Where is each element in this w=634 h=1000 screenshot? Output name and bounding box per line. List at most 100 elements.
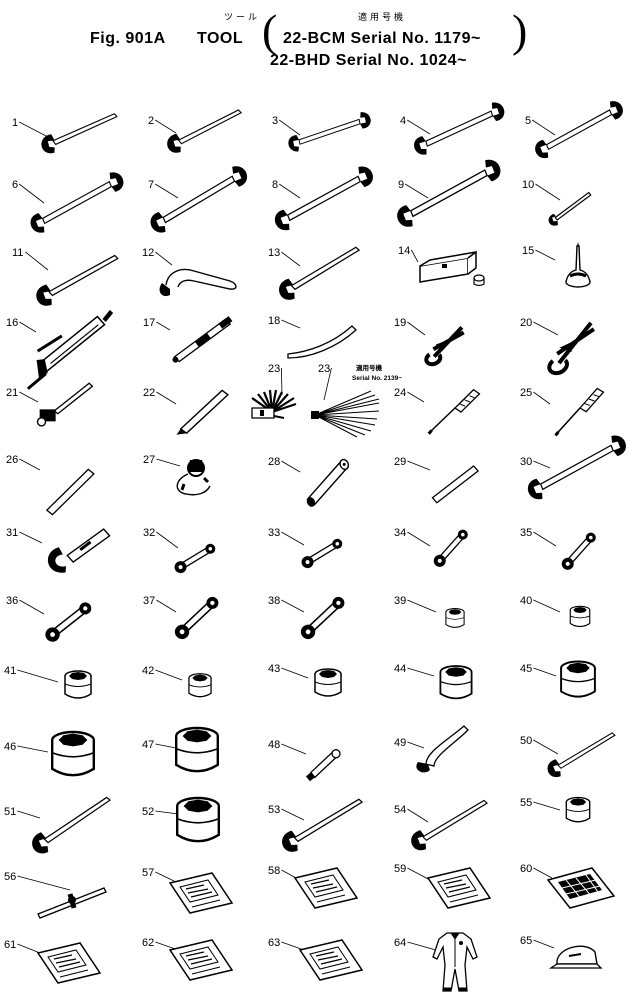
item-number: 17 (143, 317, 155, 329)
item-24-screwdriver: 24 (394, 387, 486, 434)
item-31-hook-spanner: 31 (6, 527, 116, 573)
item-22-chisel: 22 (143, 387, 236, 435)
item-number: 27 (143, 454, 155, 466)
item-54-open-end-wrench: 54 (394, 799, 496, 854)
item-28-box-spanner: 28 (268, 456, 359, 507)
item-1-open-end-wrench: 1 (12, 112, 123, 157)
item-number: 13 (268, 247, 280, 259)
serial-line-1: 22-BCM Serial No. 1179~ (283, 30, 481, 47)
leader-line (19, 600, 44, 614)
manual-icon (169, 939, 233, 981)
leader-line (535, 250, 555, 260)
double-open-end-wrench-icon (284, 109, 375, 154)
item-number: 14 (398, 245, 410, 257)
item-number: 30 (520, 456, 532, 468)
item-number: 60 (520, 863, 532, 875)
item-23-feeler-gauge: 23 (311, 363, 379, 437)
item-10-small-wrench: 10 (522, 179, 597, 226)
leader-line (407, 868, 430, 880)
manual-icon (299, 939, 363, 981)
item-number: 15 (522, 245, 534, 257)
item-number: 10 (522, 179, 534, 191)
item-2-open-end-wrench: 2 (148, 108, 248, 156)
item-number: 29 (394, 456, 406, 468)
leader-line (19, 322, 36, 332)
item-number: 51 (4, 806, 16, 818)
leader-line (533, 322, 558, 335)
item-65-cap: 65 (520, 935, 601, 968)
item-45-socket: 45 (520, 660, 596, 698)
leader-line (407, 600, 436, 612)
tool-box-icon (420, 252, 484, 286)
leader-line (532, 120, 555, 135)
chart-icon (548, 868, 614, 908)
pliers-icon (539, 323, 604, 376)
title-jp: ツール (224, 12, 261, 22)
leader-line (17, 811, 40, 818)
item-number: 58 (268, 865, 280, 877)
item-58-manual: 58 (268, 865, 358, 909)
socket-icon (314, 668, 342, 697)
item-number: 35 (520, 527, 532, 539)
leader-line (281, 532, 304, 545)
item-14-tool-box: 14 (398, 245, 484, 286)
leader-line (155, 811, 178, 814)
item-42-socket: 42 (142, 665, 212, 698)
item-16-grease-gun: 16 (6, 309, 114, 388)
item-number: 39 (394, 595, 406, 607)
leader-line (156, 532, 178, 548)
box-spanner-icon (297, 458, 359, 507)
box-wrench-icon (298, 537, 346, 570)
leader-line (407, 668, 434, 676)
item-55-socket: 55 (520, 796, 591, 823)
item-20-pliers: 20 (520, 317, 604, 376)
box-wrench-icon (166, 594, 228, 642)
item-number: 36 (6, 595, 18, 607)
bar-icon (427, 465, 483, 503)
leader-line (533, 940, 554, 948)
leader-line (156, 459, 180, 466)
leader-line (279, 184, 300, 198)
bracket-left: ( (262, 5, 278, 56)
leader-line (17, 944, 40, 953)
item-number: 54 (394, 804, 406, 816)
chisel-icon (176, 389, 236, 435)
item-number: 1 (12, 117, 18, 129)
item-number: 7 (148, 179, 154, 191)
item-6-double-open-end-wrench: 6 (12, 168, 131, 237)
open-end-wrench-icon (416, 726, 468, 773)
pry-bar-icon (288, 326, 356, 358)
box-wrench-icon (553, 530, 605, 573)
item-36-box-wrench: 36 (6, 595, 99, 645)
item-64-coveralls: 64 (394, 933, 477, 991)
feeler-gauge-icon (311, 391, 379, 437)
applicability-jp: 適用号機 (358, 12, 407, 22)
item-number: 44 (394, 663, 406, 675)
item-33-box-wrench: 33 (268, 527, 346, 570)
item-number: 3 (272, 115, 278, 127)
leader-line (535, 184, 560, 200)
note-applicability-jp: 適用号機 (356, 363, 383, 372)
leader-line (279, 120, 300, 135)
open-end-wrench-icon (520, 431, 634, 504)
feeler-gauge-icon (252, 390, 296, 418)
item-57-manual: 57 (142, 867, 233, 914)
item-7-double-open-end-wrench: 7 (142, 161, 256, 237)
socket-icon (565, 796, 591, 823)
item-number: 49 (394, 737, 406, 749)
double-open-end-wrench-icon (528, 97, 630, 162)
item-9-double-open-end-wrench: 9 (388, 155, 509, 232)
hook-wrench-icon (159, 270, 236, 297)
leader-line (19, 122, 48, 137)
cap-icon (551, 946, 601, 968)
socket-icon (439, 665, 473, 700)
bracket-right: ) (512, 5, 528, 56)
socket-icon (175, 796, 221, 843)
item-13-open-end-wrench: 13 (268, 245, 368, 304)
leader-line (533, 668, 556, 676)
leader-line (281, 600, 304, 612)
item-number: 25 (520, 387, 532, 399)
item-number: 62 (142, 937, 154, 949)
item-number: 41 (4, 665, 16, 677)
item-number: 33 (268, 527, 280, 539)
